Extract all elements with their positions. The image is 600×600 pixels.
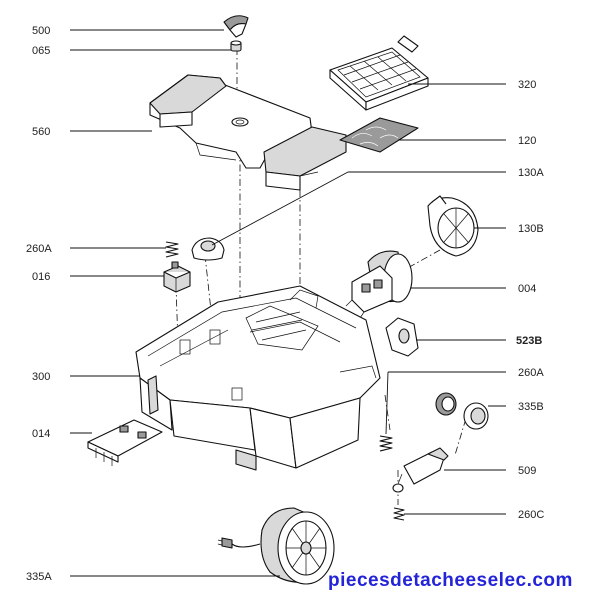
watermark-text: piecesdetacheeselec.com: [328, 570, 573, 591]
part-500-knob: [223, 15, 249, 38]
part-014-circuit-board: [87, 419, 163, 466]
label-130A: 130A: [518, 167, 544, 179]
label-130B: 130B: [518, 223, 544, 235]
part-065-nut: [230, 40, 242, 52]
part-labels: 500 065 560 320 120 130A 130B 260A 016 0…: [26, 25, 544, 583]
label-260A-left: 260A: [26, 243, 52, 255]
part-120-mat: [339, 117, 419, 153]
part-260C-spring: [393, 507, 405, 521]
label-335B: 335B: [518, 401, 544, 413]
part-004-motor: [345, 250, 413, 319]
label-004: 004: [518, 283, 536, 295]
part-300-base-housing: [135, 285, 381, 471]
part-320-filter: [329, 35, 429, 111]
label-260A-right: 260A: [518, 367, 544, 379]
label-120: 120: [518, 135, 536, 147]
label-014: 014: [32, 428, 50, 440]
part-523B-bracket: [385, 317, 419, 357]
part-130A-ring: [191, 237, 225, 261]
part-260A-right-spring: [379, 435, 393, 452]
label-320: 320: [518, 79, 536, 91]
label-260C: 260C: [518, 509, 544, 521]
part-335B-wheels: [435, 392, 489, 430]
part-130B-motor-cover: [427, 195, 479, 257]
label-300: 300: [32, 371, 50, 383]
label-560: 560: [32, 126, 50, 138]
part-509-lever: [392, 447, 449, 493]
label-065: 065: [32, 45, 50, 57]
part-260A-left-spring: [165, 241, 179, 258]
label-335A: 335A: [26, 571, 52, 583]
label-523B: 523B: [516, 335, 542, 347]
part-016-switch: [163, 261, 191, 293]
part-335A-cord-reel: [217, 507, 335, 585]
label-509: 509: [518, 465, 536, 477]
label-500: 500: [32, 25, 50, 37]
label-016: 016: [32, 271, 50, 283]
leader-lines: [70, 29, 506, 577]
part-560-lid: [149, 74, 347, 191]
